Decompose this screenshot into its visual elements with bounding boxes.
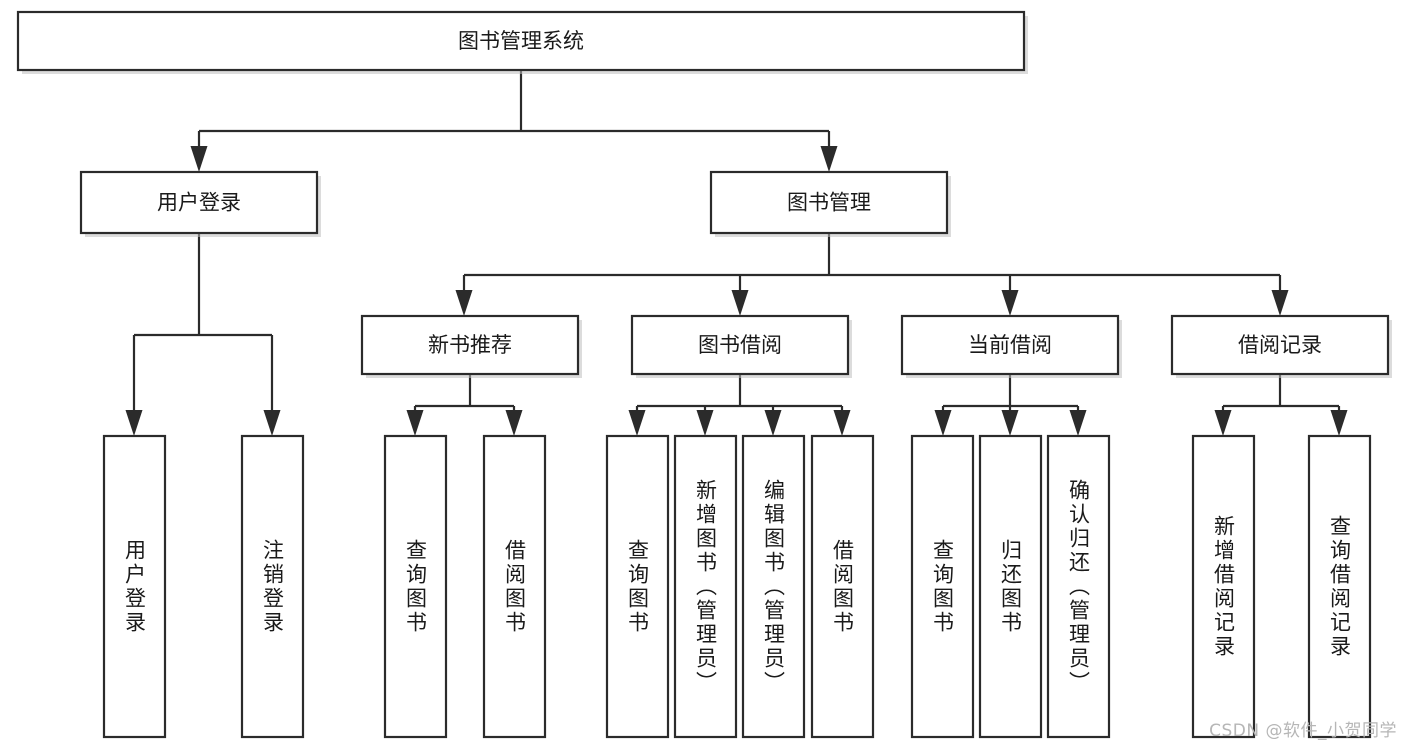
node-box[interactable] (482, 434, 547, 739)
connector-e-current-split (934, 374, 1087, 436)
node-label: 用户登录 (157, 191, 241, 215)
node-leaf-cur-confirm[interactable] (1046, 434, 1111, 739)
node-leaf-rec-query[interactable] (383, 434, 448, 739)
node-leaf-rec-add[interactable] (1191, 434, 1256, 739)
arrow-head-icon (263, 410, 281, 436)
arrow-head-icon (1069, 410, 1087, 436)
arrow-head-icon (1330, 410, 1348, 436)
node-leaf-rec-borrow[interactable] (482, 434, 547, 739)
node-leaf-borrow-do[interactable] (810, 434, 875, 739)
node-box[interactable] (1170, 314, 1390, 376)
node-box[interactable] (1307, 434, 1372, 739)
arrow-head-icon (628, 410, 646, 436)
connector-e-bookborrow-split (628, 374, 851, 436)
node-box[interactable] (1191, 434, 1256, 739)
node-book-manage[interactable]: 图书管理 (709, 170, 951, 237)
node-leaf-user-login[interactable] (102, 434, 167, 739)
connector-e-record-split (1214, 374, 1348, 436)
node-box[interactable] (741, 434, 806, 739)
node-box[interactable] (810, 434, 875, 739)
node-root[interactable]: 图书管理系统 (16, 10, 1028, 74)
arrow-head-icon (764, 410, 782, 436)
connector-e-bookmanage-split (455, 233, 1289, 316)
node-box[interactable] (102, 434, 167, 739)
node-box[interactable] (360, 314, 580, 376)
node-current-borrow[interactable]: 当前借阅 (900, 314, 1122, 378)
node-leaf-cur-query[interactable] (910, 434, 975, 739)
arrow-head-icon (505, 410, 523, 436)
node-label: 借阅记录 (1238, 333, 1322, 357)
node-label: 当前借阅 (968, 333, 1052, 357)
node-box[interactable] (630, 314, 850, 376)
watermark-text: CSDN @软件_小贺同学 (1209, 721, 1397, 741)
node-box[interactable] (900, 314, 1120, 376)
arrow-head-icon (934, 410, 952, 436)
arrow-head-icon (696, 410, 714, 436)
arrow-head-icon (731, 290, 749, 316)
node-label: 新书推荐 (428, 333, 512, 357)
arrow-head-icon (190, 146, 208, 172)
node-box[interactable] (978, 434, 1043, 739)
node-box[interactable] (673, 434, 738, 739)
node-leaf-logout[interactable] (240, 434, 305, 739)
node-leaf-cur-return[interactable] (978, 434, 1043, 739)
node-leaf-borrow-add[interactable] (673, 434, 738, 739)
node-label: 图书管理 (787, 191, 871, 215)
node-leaf-rec-search[interactable] (1307, 434, 1372, 739)
node-box[interactable] (605, 434, 670, 739)
arrow-head-icon (1271, 290, 1289, 316)
arrow-head-icon (833, 410, 851, 436)
node-user-login[interactable]: 用户登录 (79, 170, 321, 237)
arrow-head-icon (1001, 410, 1019, 436)
node-box[interactable] (383, 434, 448, 739)
edges-layer (125, 70, 1348, 436)
node-book-borrow[interactable]: 图书借阅 (630, 314, 852, 378)
node-box[interactable] (79, 170, 319, 235)
node-borrow-record[interactable]: 借阅记录 (1170, 314, 1392, 378)
node-box[interactable] (910, 434, 975, 739)
connector-e-userlogin-split (125, 233, 281, 436)
node-label: 图书借阅 (698, 333, 782, 357)
node-new-book-rec[interactable]: 新书推荐 (360, 314, 582, 378)
connector-e-root-split (190, 70, 838, 172)
arrow-head-icon (1214, 410, 1232, 436)
arrow-head-icon (1001, 290, 1019, 316)
node-box[interactable] (709, 170, 949, 235)
arrow-head-icon (125, 410, 143, 436)
node-leaf-borrow-query[interactable] (605, 434, 670, 739)
connector-e-newbook-split (406, 374, 523, 436)
arrow-head-icon (455, 290, 473, 316)
node-box[interactable] (240, 434, 305, 739)
node-box[interactable] (16, 10, 1026, 72)
node-box[interactable] (1046, 434, 1111, 739)
node-label: 图书管理系统 (458, 29, 584, 53)
arrow-head-icon (406, 410, 424, 436)
node-leaf-borrow-edit[interactable] (741, 434, 806, 739)
arrow-head-icon (820, 146, 838, 172)
